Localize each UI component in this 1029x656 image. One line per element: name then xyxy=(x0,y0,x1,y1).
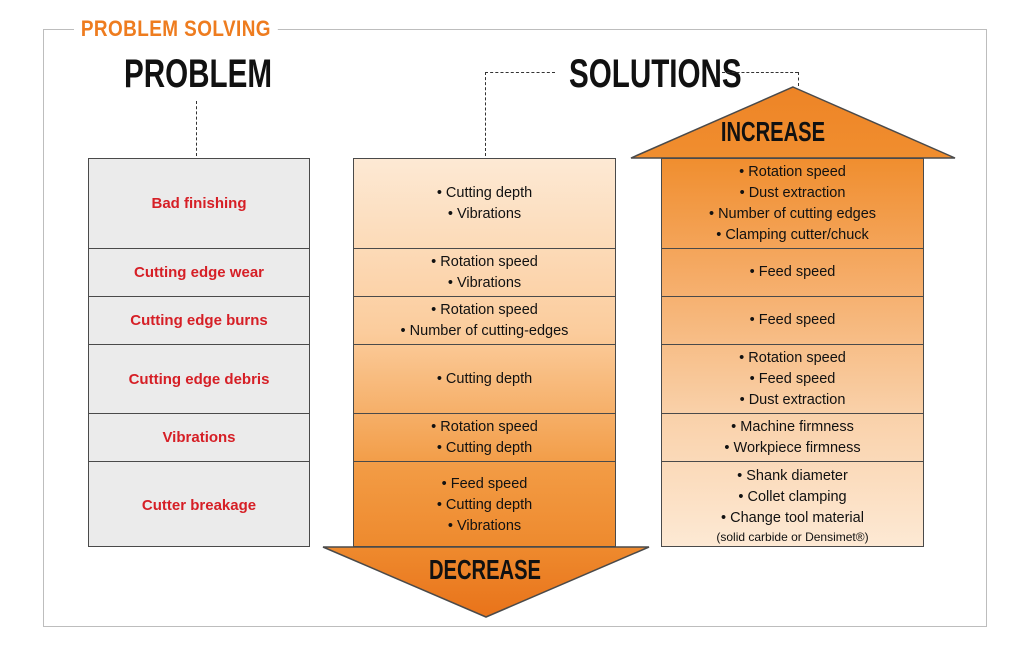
decrease-item: Rotation speed xyxy=(431,252,538,273)
problem-heading: PROBLEM xyxy=(124,52,272,96)
increase-cell: Rotation speed Feed speed Dust extractio… xyxy=(662,344,923,413)
increase-item: Rotation speed xyxy=(739,348,846,369)
problem-cell: Cutting edge debris xyxy=(89,344,309,413)
decrease-item: Rotation speed xyxy=(431,300,538,321)
problem-label: Cutting edge debris xyxy=(128,370,270,388)
increase-cell: Shank diameter Collet clamping Change to… xyxy=(662,461,923,548)
decrease-item: Vibrations xyxy=(448,273,521,294)
problem-label: Bad finishing xyxy=(151,195,247,212)
solutions-connector-right-horizontal xyxy=(722,72,798,73)
increase-cell: Rotation speed Dust extraction Number of… xyxy=(662,159,923,248)
increase-item: Feed speed xyxy=(750,369,836,390)
decrease-label: DECREASE xyxy=(428,554,542,585)
decrease-item: Vibrations xyxy=(448,204,521,225)
decrease-item: Vibrations xyxy=(448,516,521,537)
solutions-heading: SOLUTIONS xyxy=(569,52,742,96)
decrease-item: Cutting depth xyxy=(437,183,532,204)
decrease-cell: Feed speed Cutting depth Vibrations xyxy=(354,461,615,548)
frame-title: PROBLEM SOLVING xyxy=(74,14,278,44)
increase-item: Feed speed xyxy=(750,310,836,331)
decrease-item: Cutting depth xyxy=(437,495,532,516)
problem-column: Bad finishing Cutting edge wear Cutting … xyxy=(88,158,310,547)
problem-label: Vibrations xyxy=(162,429,236,446)
increase-cell: Feed speed xyxy=(662,248,923,296)
increase-item: Clamping cutter/chuck xyxy=(716,225,868,246)
increase-item: Rotation speed xyxy=(739,162,846,183)
decrease-item: Number of cutting-edges xyxy=(401,321,569,342)
increase-item: Number of cutting edges xyxy=(709,204,876,225)
increase-item: Feed speed xyxy=(750,262,836,283)
increase-item: Collet clamping xyxy=(738,487,846,508)
decrease-cell: Cutting depth Vibrations xyxy=(354,159,615,248)
problem-label: Cutting edge wear xyxy=(133,264,264,281)
increase-cell: Feed speed xyxy=(662,296,923,344)
decrease-item: Cutting depth xyxy=(437,438,532,459)
problem-label: Cutter breakage xyxy=(141,496,257,514)
solutions-connector-left-vertical xyxy=(485,72,486,156)
problem-connector xyxy=(196,101,197,156)
decrease-item: Rotation speed xyxy=(431,417,538,438)
decrease-column: Cutting depth Vibrations Rotation speed … xyxy=(353,158,616,547)
decrease-cell: Cutting depth xyxy=(354,344,615,413)
increase-label: INCREASE xyxy=(720,116,826,147)
decrease-cell: Rotation speed Cutting depth xyxy=(354,413,615,461)
problem-cell: Bad finishing xyxy=(89,159,309,248)
diagram-frame xyxy=(43,29,987,627)
solutions-connector-left-horizontal xyxy=(485,72,555,73)
problem-cell: Cutter breakage xyxy=(89,461,309,548)
decrease-cell: Rotation speed Vibrations xyxy=(354,248,615,296)
decrease-cell: Rotation speed Number of cutting-edges xyxy=(354,296,615,344)
problem-cell: Cutting edge burns xyxy=(89,296,309,344)
increase-cell: Machine firmness Workpiece firmness xyxy=(662,413,923,461)
decrease-item: Cutting depth xyxy=(437,369,532,390)
increase-column: Rotation speed Dust extraction Number of… xyxy=(661,158,924,547)
increase-item: Shank diameter xyxy=(737,466,848,487)
increase-item: Workpiece firmness xyxy=(724,438,861,459)
problem-cell: Vibrations xyxy=(89,413,309,461)
decrease-arrowhead xyxy=(322,546,650,618)
increase-note: (solid carbide or Densimet®) xyxy=(716,529,869,544)
increase-item: Dust extraction xyxy=(740,390,846,411)
problem-label: Cutting edge burns xyxy=(130,312,268,329)
increase-item: Dust extraction xyxy=(740,183,846,204)
increase-item: Machine firmness xyxy=(731,417,854,438)
increase-item: Change tool material xyxy=(721,508,864,529)
solutions-connector-right-vertical xyxy=(798,72,799,86)
problem-cell: Cutting edge wear xyxy=(89,248,309,296)
decrease-item: Feed speed xyxy=(442,474,528,495)
